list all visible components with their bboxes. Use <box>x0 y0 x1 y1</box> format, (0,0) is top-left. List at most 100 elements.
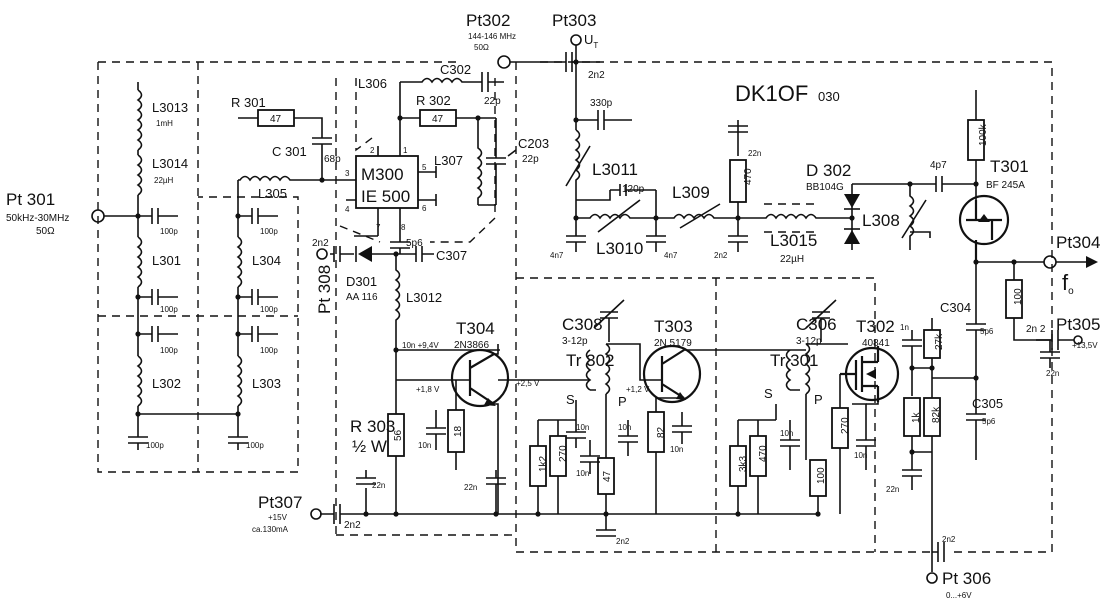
c304-val: 5p6 <box>980 327 994 336</box>
l3011-label: L3011 <box>592 160 638 179</box>
svg-text:47: 47 <box>602 470 613 482</box>
l309-label: L309 <box>672 183 710 202</box>
svg-text:+2,5 V: +2,5 V <box>516 379 540 388</box>
svg-text:10n: 10n <box>780 429 793 438</box>
pt306-jack <box>926 572 938 584</box>
svg-text:100p: 100p <box>260 305 278 314</box>
r303-label: R 303 <box>350 417 395 436</box>
svg-text:22n: 22n <box>748 149 761 158</box>
c307-label: C307 <box>436 248 467 263</box>
svg-text:2n2: 2n2 <box>588 70 605 81</box>
svg-text:3: 3 <box>345 169 350 178</box>
ic-name: M300 <box>361 165 404 184</box>
svg-text:100p: 100p <box>246 441 264 450</box>
svg-text:100k: 100k <box>978 123 989 146</box>
c301-val: 68p <box>324 154 341 165</box>
pt306-volt: 0...+6V <box>946 591 972 600</box>
svg-text:47: 47 <box>270 114 282 125</box>
svg-text:P: P <box>618 394 627 409</box>
r301-group: 47 R 301 C 301 68p <box>231 95 341 183</box>
d301-part: AA 116 <box>346 292 378 303</box>
svg-text:82: 82 <box>656 426 667 438</box>
c203-label: C203 <box>518 136 549 151</box>
pt302-jack <box>497 55 511 69</box>
svg-text:56: 56 <box>393 429 404 441</box>
svg-text:2n 2: 2n 2 <box>1026 324 1046 335</box>
svg-text:100p: 100p <box>260 227 278 236</box>
svg-text:270: 270 <box>840 417 851 434</box>
l304-label: L304 <box>252 253 281 268</box>
svg-text:3k3: 3k3 <box>738 455 749 472</box>
svg-text:47: 47 <box>432 114 444 125</box>
r301-label: R 301 <box>231 95 266 110</box>
ic-part: IE 500 <box>361 187 410 206</box>
svg-text:2: 2 <box>370 146 375 155</box>
svg-text:10n: 10n <box>618 423 631 432</box>
pt304-label: Pt304 <box>1056 233 1100 252</box>
c306-val: 3-12p <box>796 336 822 347</box>
svg-text:2n2: 2n2 <box>714 251 728 260</box>
svg-text:4: 4 <box>345 205 350 214</box>
l305-label: L305 <box>258 186 287 201</box>
svg-text:10n: 10n <box>576 469 589 478</box>
shield-boundaries <box>97 61 1053 553</box>
supply-bus: 2n2 Pt307 +15V ca.130mA 2n2 <box>252 493 821 546</box>
svg-text:1k2: 1k2 <box>538 455 549 472</box>
pt304-fo: fo <box>1062 270 1074 297</box>
pt305-volt: +13,5V <box>1072 341 1098 350</box>
l303-label: L303 <box>252 376 281 391</box>
t301-label: T301 <box>990 157 1029 176</box>
title-sub: 030 <box>818 89 840 104</box>
pt301-desc: 50kHz-30MHz <box>6 213 69 224</box>
t304-label: T304 <box>456 319 495 338</box>
d301-label: D301 <box>346 274 377 289</box>
svg-text:22n: 22n <box>1046 369 1059 378</box>
svg-text:100: 100 <box>1013 288 1024 305</box>
c203-val: 22p <box>522 154 539 165</box>
ic-output-network: L306 C302 22p 47 R 302 L307 C203 22p <box>358 62 549 206</box>
svg-text:27k: 27k <box>934 333 945 350</box>
l308-label: L308 <box>862 211 900 230</box>
c308-label: C308 <box>562 315 603 334</box>
l307-label: L307 <box>434 153 463 168</box>
detector-d301: 2n2 5p6 C307 D301 AA 116 Pt 308 L3012 10… <box>312 222 467 514</box>
pt305-label: Pt305 <box>1056 315 1100 334</box>
svg-text:P: P <box>814 392 823 407</box>
pt306-label: Pt 306 <box>942 569 991 588</box>
svg-text:5: 5 <box>422 163 427 172</box>
svg-text:100p: 100p <box>160 346 178 355</box>
pt307-jack <box>310 508 322 520</box>
svg-text:10n: 10n <box>418 441 431 450</box>
t304-part: 2N3866 <box>454 340 489 351</box>
l3015-label: L3015 <box>770 231 817 250</box>
svg-text:2n2: 2n2 <box>942 535 956 544</box>
svg-text:4n7: 4n7 <box>550 251 564 260</box>
svg-text:10n: 10n <box>670 445 683 454</box>
svg-text:1: 1 <box>403 146 408 155</box>
l306-label: L306 <box>358 76 387 91</box>
svg-text:22n: 22n <box>886 485 899 494</box>
pt308-label: Pt 308 <box>315 265 334 314</box>
svg-text:470: 470 <box>743 168 754 185</box>
svg-text:100p: 100p <box>260 346 278 355</box>
svg-text:S: S <box>764 386 773 401</box>
svg-text:22n: 22n <box>464 483 477 492</box>
t303-part: 2N 5179 <box>654 338 692 349</box>
pt303-ut: UT <box>584 32 598 50</box>
pt303-jack <box>570 34 582 46</box>
c305-val: 5p6 <box>982 417 996 426</box>
l302-label: L302 <box>152 376 181 391</box>
c301-label: C 301 <box>272 144 307 159</box>
svg-text:10n: 10n <box>576 423 589 432</box>
svg-text:4p7: 4p7 <box>930 160 947 171</box>
svg-text:1k: 1k <box>911 411 922 423</box>
svg-text:2n2: 2n2 <box>344 520 361 531</box>
t302-part: 40841 <box>862 338 890 349</box>
stage-t303: T303 2N 5179 C308 3-12p Tr 302 S P +1,2 … <box>516 299 806 514</box>
pt301-input: Pt 301 50kHz-30MHz 50Ω L3013 1mH L3014 2… <box>6 82 320 450</box>
c302-val: 22p <box>484 96 501 107</box>
c305-label: C305 <box>972 396 1003 411</box>
svg-text:330p: 330p <box>590 98 613 109</box>
t301-part: BF 245A <box>986 180 1025 191</box>
